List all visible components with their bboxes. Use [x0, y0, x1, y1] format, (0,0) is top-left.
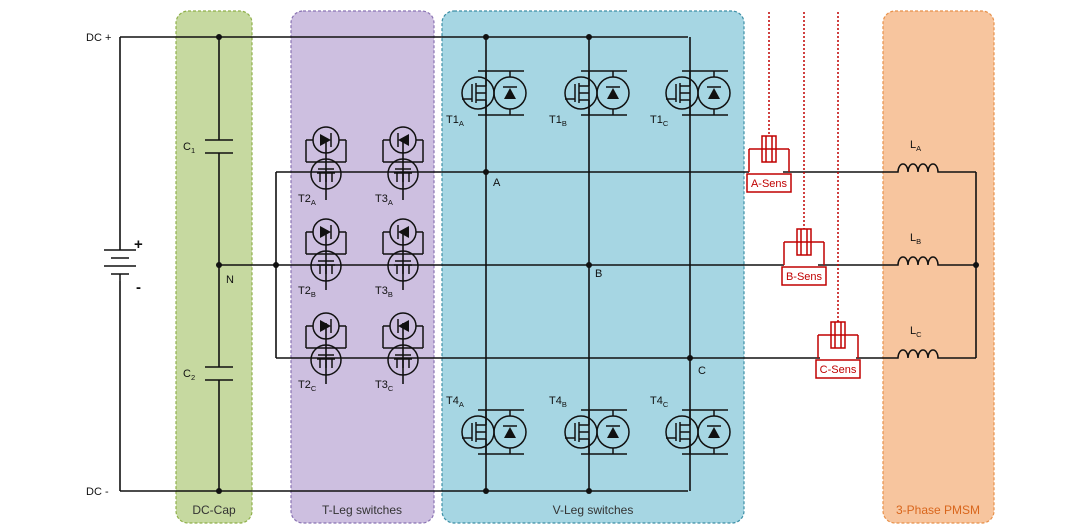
group-t-leg-label: T-Leg switches [322, 503, 402, 517]
switch-t3-b-icon [382, 218, 424, 282]
node-c-label: C [698, 365, 706, 377]
switch-t3-a-icon [382, 126, 424, 190]
switch-t2-b-icon [305, 218, 347, 282]
inductor-lb-label: LB [910, 232, 921, 246]
sensor-label: A-Sens [751, 178, 788, 190]
node-n-label: N [226, 274, 234, 286]
switch-t2-a-label: T2A [298, 193, 316, 207]
inductor-lb-icon [896, 256, 940, 266]
inductor-la-icon [896, 163, 940, 173]
switch-t3-b-label: T3B [375, 285, 393, 299]
switch-t2-c-icon [305, 312, 347, 376]
rail-positive-label: DC + [86, 32, 111, 44]
switch-t2-b-label: T2B [298, 285, 316, 299]
rail-negative-label: DC - [86, 486, 109, 498]
group-v-leg-label: V-Leg switches [553, 503, 634, 517]
switch-t3-c-icon [382, 312, 424, 376]
capacitor-c1-label: C1 [183, 141, 195, 155]
group-v-leg [441, 10, 745, 524]
group-dc-cap-label: DC-Cap [192, 503, 236, 517]
switch-layer: T1A T1B T1C T4A T4B T4C T2A T3A T2B T3B T2C T3C [298, 70, 731, 455]
switch-t1-c-icon [665, 70, 731, 116]
switch-t4-a-icon [461, 409, 527, 455]
switch-t1-a-label: T1A [446, 114, 464, 128]
switch-t4-a-label: T4A [446, 395, 464, 409]
node-a-label: A [493, 177, 501, 189]
battery-plus-sign: + [134, 236, 143, 253]
current-sensor-b: B-Sens [781, 12, 827, 286]
capacitor-c2-label: C2 [183, 368, 195, 382]
inductor-lc-label: LC [910, 325, 922, 339]
group-pmsm-label: 3-Phase PMSM [896, 503, 980, 517]
sensor-label: C-Sens [820, 364, 857, 376]
group-pmsm [882, 10, 995, 524]
sensor-label: B-Sens [786, 271, 823, 283]
switch-t2-a-icon [305, 126, 347, 190]
current-sensor-a: A-Sens [746, 12, 792, 193]
inductor-la-label: LA [910, 139, 921, 153]
switch-t3-a-label: T3A [375, 193, 393, 207]
junctions [216, 34, 979, 494]
switch-t1-c-label: T1C [650, 114, 669, 128]
battery-minus-sign: - [136, 279, 141, 296]
switch-t4-b-label: T4B [549, 395, 567, 409]
current-sensor-c: C-Sens [815, 12, 861, 379]
switch-t1-b-icon [564, 70, 630, 116]
inductor-lc-icon [896, 349, 940, 359]
node-b-label: B [595, 268, 602, 280]
battery-icon [104, 249, 136, 281]
switch-t1-a-icon [461, 70, 527, 116]
capacitor-c1-icon [205, 139, 233, 154]
switch-t4-c-icon [665, 409, 731, 455]
switch-t4-b-icon [564, 409, 630, 455]
switch-t4-c-label: T4C [650, 395, 669, 409]
group-t-leg [290, 10, 435, 524]
capacitor-c2-icon [205, 366, 233, 381]
inductor-layer: LA LB LC [896, 139, 940, 359]
switch-t1-b-label: T1B [549, 114, 567, 128]
group-dc-cap [175, 10, 253, 524]
switch-t2-c-label: T2C [298, 379, 317, 393]
switch-t3-c-label: T3C [375, 379, 394, 393]
